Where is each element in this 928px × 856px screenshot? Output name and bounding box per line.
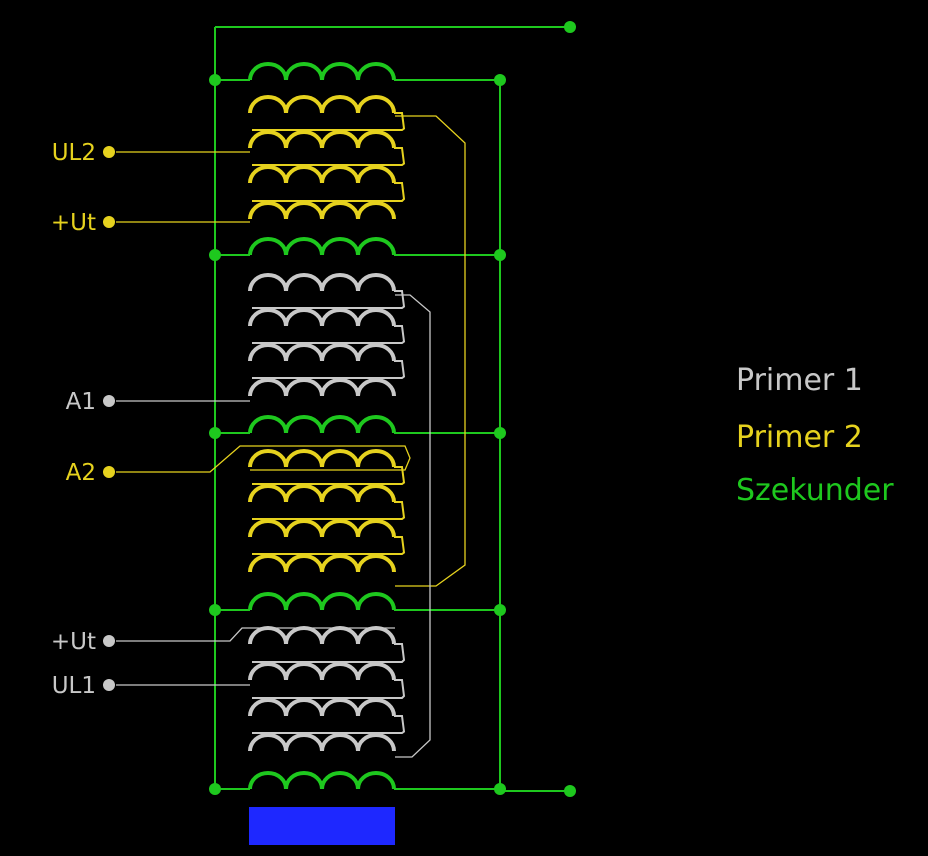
coil-primer2 [248, 554, 396, 573]
coil-primer2 [248, 519, 396, 538]
junction-dot [494, 604, 506, 616]
coil-primer1 [248, 343, 396, 362]
coil-link [252, 715, 406, 734]
terminal-label-ut_bottom: +Ut [51, 629, 96, 655]
terminal-label-a1: A1 [66, 389, 96, 415]
terminal-dot-bottom [564, 785, 576, 797]
coil-primer1 [248, 626, 396, 645]
coil-szekunder [248, 415, 396, 434]
junction-dot [209, 604, 221, 616]
coil-szekunder [248, 771, 396, 790]
junction-dot [494, 249, 506, 261]
junction-dot [209, 74, 221, 86]
coil-stack [209, 62, 506, 795]
junction-dot [209, 427, 221, 439]
terminal-label-a2: A2 [66, 460, 96, 486]
coil-link [252, 325, 406, 344]
coil-primer1 [248, 378, 396, 397]
coil-primer2 [248, 201, 396, 220]
coil-link [252, 536, 406, 555]
coil-link [252, 147, 406, 166]
coil-link [252, 679, 406, 699]
coil-primer1 [248, 273, 396, 292]
junction-dot [209, 249, 221, 261]
terminal-dot-ul2 [103, 146, 115, 158]
coil-szekunder [248, 62, 396, 81]
coil-primer2 [248, 130, 396, 149]
terminal-label-ul2: UL2 [52, 140, 96, 166]
coil-link [252, 501, 406, 520]
primer2-crossover [395, 115, 466, 587]
coil-primer1 [248, 308, 396, 327]
coil-szekunder [248, 592, 396, 611]
coil-link [252, 360, 406, 379]
coil-link [252, 182, 406, 202]
legend: Primer 1 Primer 2 Szekunder [736, 363, 894, 508]
coil-link [252, 643, 406, 663]
terminal-dot-a1 [103, 395, 115, 407]
ut-bottom-lead [116, 627, 395, 642]
terminal-label-ul1: UL1 [52, 673, 96, 699]
legend-item-primer2: Primer 2 [736, 420, 863, 455]
legend-item-szekunder: Szekunder [736, 473, 894, 508]
terminal-label-ut_top: +Ut [51, 210, 96, 236]
coil-primer2 [248, 449, 396, 468]
junction-dot [494, 74, 506, 86]
junction-dot [494, 783, 506, 795]
junction-dot [209, 783, 221, 795]
coil-link [252, 466, 406, 485]
terminal-dot-top [564, 21, 576, 33]
terminal-dot-ut_bottom [103, 635, 115, 647]
coil-primer2 [248, 165, 396, 184]
coil-primer1 [248, 733, 396, 752]
core-block [249, 807, 395, 845]
legend-item-primer1: Primer 1 [736, 363, 863, 398]
primer1-crossover [395, 294, 431, 758]
coil-primer2 [248, 484, 396, 503]
coil-link [252, 112, 406, 131]
coil-primer1 [248, 662, 396, 681]
coil-szekunder [248, 237, 396, 256]
a2-lead [116, 445, 411, 473]
terminal-dot-ut_top [103, 216, 115, 228]
terminal-dot-ul1 [103, 679, 115, 691]
junction-dot [494, 427, 506, 439]
coil-primer2 [248, 95, 396, 114]
primary-wiring [116, 115, 466, 758]
coil-link [252, 290, 406, 309]
coil-primer1 [248, 698, 396, 717]
terminal-dot-a2 [103, 466, 115, 478]
